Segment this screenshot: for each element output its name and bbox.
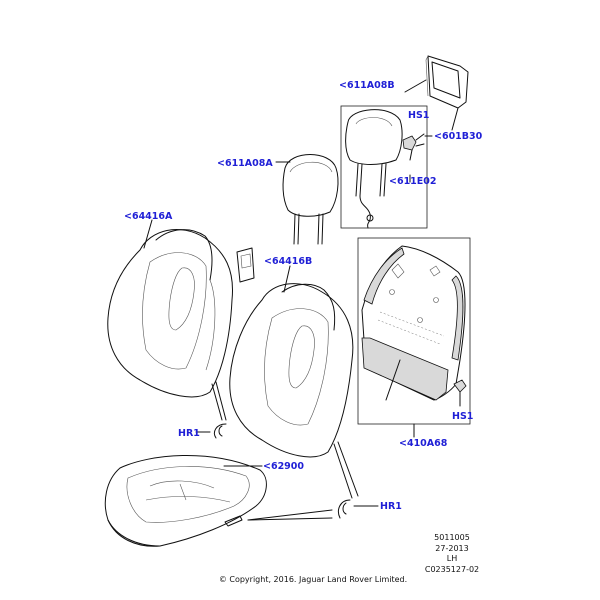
reference-date: 27-2013 xyxy=(435,543,469,553)
seat-back-frame-box xyxy=(357,237,471,425)
label-cover-right[interactable]: <64416B xyxy=(264,256,313,267)
label-guide-601b30[interactable]: <601B30 xyxy=(434,131,483,142)
label-cover-left[interactable]: <64416A xyxy=(124,211,173,222)
hr1-clip-left xyxy=(213,423,227,439)
headrest-b-box xyxy=(340,105,428,229)
hs1-clip-bottom xyxy=(453,379,467,407)
hr1-clip-right xyxy=(337,499,351,519)
seat-back-frame xyxy=(361,245,466,401)
switch-bezel xyxy=(236,247,255,283)
hs1-clip-top xyxy=(402,133,425,161)
label-headrest-left[interactable]: <611A08A xyxy=(217,158,273,169)
reference-code: C0235127-02 xyxy=(424,564,480,574)
label-hr1-left[interactable]: HR1 xyxy=(178,428,200,439)
label-frame-410a68[interactable]: <410A68 xyxy=(399,438,448,449)
diagram-reference-block: 5011005 27-2013 LH C0235127-02 xyxy=(422,533,482,575)
seat-cushion xyxy=(104,454,267,547)
label-cushion-62900[interactable]: <62900 xyxy=(263,461,305,472)
label-hs1-top[interactable]: HS1 xyxy=(408,110,430,121)
copyright-notice: © Copyright, 2016. Jaguar Land Rover Lim… xyxy=(218,575,408,584)
headrest-b xyxy=(345,109,403,229)
headrest-guide-bracket xyxy=(404,55,469,131)
headrest-a xyxy=(282,154,339,245)
label-hs1-bottom[interactable]: HS1 xyxy=(452,411,474,422)
label-headrest-right[interactable]: <611A08B xyxy=(339,80,395,91)
label-guide-611e02[interactable]: <611E02 xyxy=(389,176,437,187)
reference-number: 5011005 xyxy=(434,533,470,542)
seat-back-cover-b xyxy=(229,283,359,499)
reference-side: LH xyxy=(446,554,458,563)
label-hr1-right[interactable]: HR1 xyxy=(380,501,402,512)
seat-back-cover-a xyxy=(107,229,234,421)
